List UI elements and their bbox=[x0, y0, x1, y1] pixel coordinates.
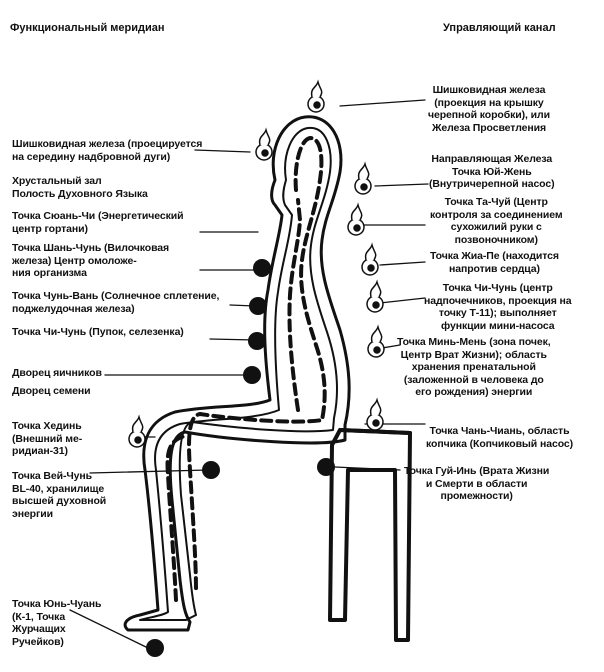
point-vei-chun bbox=[202, 461, 220, 479]
point-shan-chun bbox=[253, 259, 271, 277]
point-chi-chun-navel bbox=[248, 332, 266, 350]
label-gui-in: Точка Гуй-Инь (Врата Жизни и Смерти в об… bbox=[404, 465, 550, 502]
label-crystal-hall: Хрустальный зал Полость Духовного Языка bbox=[12, 175, 148, 200]
point-yun-chuan bbox=[146, 639, 164, 657]
point-ovaries-palace bbox=[243, 366, 261, 384]
label-chi-chun-back: Точка Чи-Чунь (центр надпочечников, прое… bbox=[424, 282, 572, 332]
label-yun-chuan: Точка Юнь-Чуань (К-1, Точка Журчащих Руч… bbox=[12, 598, 102, 648]
flame-icon-chi-chun-back bbox=[366, 279, 384, 313]
label-chi-chun-navel: Точка Чи-Чунь (Пупок, селезенка) bbox=[12, 326, 184, 338]
label-ovaries-palace: Дворец яичников bbox=[12, 367, 102, 379]
body-inner-outline bbox=[139, 126, 339, 621]
point-chun-van bbox=[249, 297, 267, 315]
flame-icon-chan-chian bbox=[366, 397, 384, 431]
label-pineal-crown: Шишковидная железа (проекция на крышку ч… bbox=[428, 84, 550, 134]
label-syuan-chi: Точка Сюань-Чи (Энергетический центр гор… bbox=[12, 210, 184, 235]
chair bbox=[328, 428, 412, 642]
label-min-men: Точка Минь-Мень (зона почек, Центр Врат … bbox=[397, 336, 551, 398]
body-outline bbox=[123, 115, 351, 632]
label-ta-chui: Точка Та-Чуй (Центр контроля за соединен… bbox=[430, 196, 563, 246]
label-semen-palace: Дворец семени bbox=[12, 385, 91, 397]
label-vei-chun: Точка Вей-Чунь BL-40, хранилище высшей д… bbox=[12, 470, 107, 520]
label-chun-van: Точка Чунь-Вань (Солнечное сплетение, по… bbox=[12, 290, 220, 315]
governing-channel-heading: Управляющий канал bbox=[443, 22, 556, 34]
label-pineal-brow: Шишковидная железа (проецируется на сере… bbox=[12, 138, 203, 163]
label-yui-zhen: Направляющая Железа Точка Юй-Жень (Внутр… bbox=[429, 153, 555, 190]
energy-orbit-path bbox=[165, 136, 327, 602]
label-zhia-pe: Точка Жиа-Пе (находится напротив сердца) bbox=[430, 250, 559, 275]
flame-icon-yui-zhen bbox=[354, 161, 372, 195]
flame-icon-brow bbox=[255, 127, 273, 161]
label-shan-chun: Точка Шань-Чунь (Вилочковая железа) Цент… bbox=[12, 242, 170, 279]
point-gui-in bbox=[317, 458, 335, 476]
flame-icon-ta-chui bbox=[347, 202, 365, 236]
flame-icon-zhia-pe bbox=[361, 242, 379, 276]
flame-icon-pineal-crown bbox=[307, 79, 325, 113]
label-hedin: Точка Хединь (Внешний ме- ридиан-31) bbox=[12, 420, 83, 457]
energy-orbit-inner bbox=[287, 198, 302, 412]
functional-meridian-heading: Функциональный меридиан bbox=[10, 22, 165, 34]
label-chan-chian: Точка Чань-Чиань, область копчика (Копчи… bbox=[426, 425, 574, 450]
flame-icon-hedin bbox=[128, 414, 146, 448]
flame-icon-min-men bbox=[367, 324, 385, 358]
